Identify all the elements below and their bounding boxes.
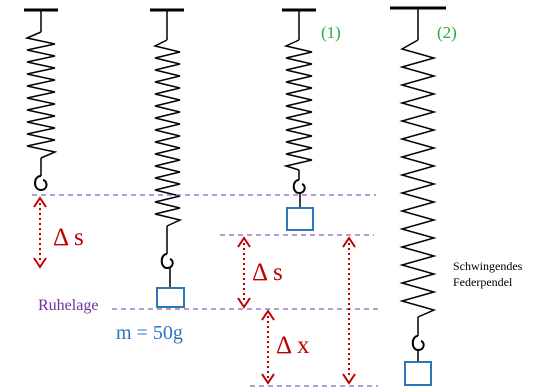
caption-line-1: Schwingendes	[453, 259, 523, 273]
mass-label: m = 50g	[116, 322, 183, 344]
spring-1-label: (1)	[321, 23, 341, 42]
delta-x-label: Δ x	[276, 332, 310, 359]
mass-block-rest	[156, 287, 185, 308]
ruhelage-label: Ruhelage	[38, 297, 98, 314]
delta-s-label-top: Δ s	[53, 224, 84, 251]
delta-s-label-mid: Δ s	[252, 259, 283, 286]
spring-loaded-at-rest	[150, 8, 184, 288]
mass-block-position-1	[286, 207, 314, 231]
mass-block-position-2	[404, 361, 432, 386]
arrow-heads	[33, 196, 356, 385]
caption-line-2: Federpendel	[453, 275, 513, 289]
spring-unloaded	[24, 8, 58, 192]
spring-2-label: (2)	[437, 23, 457, 42]
spring-position-2	[390, 6, 446, 362]
spring-position-1	[282, 8, 316, 208]
dimension-arrows	[39, 203, 350, 378]
reference-lines	[32, 194, 378, 387]
